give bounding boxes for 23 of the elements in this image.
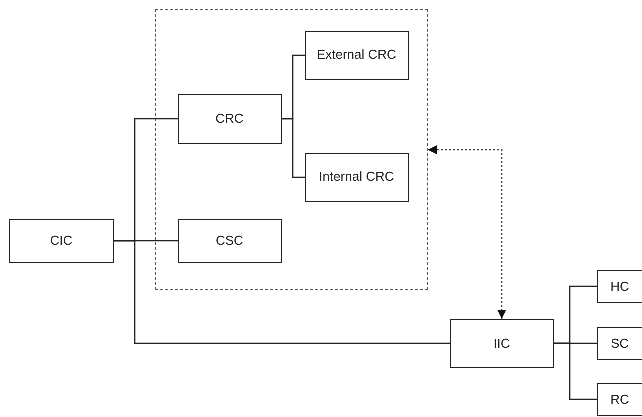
dashed-group-box: [155, 9, 428, 290]
box-label: CIC: [49, 233, 74, 249]
connector-line: [554, 342, 597, 400]
box-label: HC: [610, 278, 630, 294]
box-label: SC: [610, 336, 630, 352]
process-box: [597, 270, 642, 303]
arrow: [428, 146, 506, 319]
connector-line: [282, 118, 305, 178]
process-box: [178, 94, 282, 144]
process-box: [597, 383, 642, 416]
box-label: CRC: [214, 110, 245, 127]
box-label: CSC: [214, 232, 244, 249]
process-box: [597, 327, 642, 360]
process-box: [304, 30, 409, 80]
box-label: External CRC: [316, 47, 398, 64]
connector-line: [114, 240, 450, 344]
process-box: [9, 219, 114, 263]
process-box: [304, 152, 409, 202]
process-box: [450, 319, 554, 368]
box-label: IIC: [492, 336, 512, 352]
box-label: Internal CRC: [318, 169, 396, 186]
box-label: RC: [610, 392, 630, 408]
process-box: [178, 218, 282, 263]
